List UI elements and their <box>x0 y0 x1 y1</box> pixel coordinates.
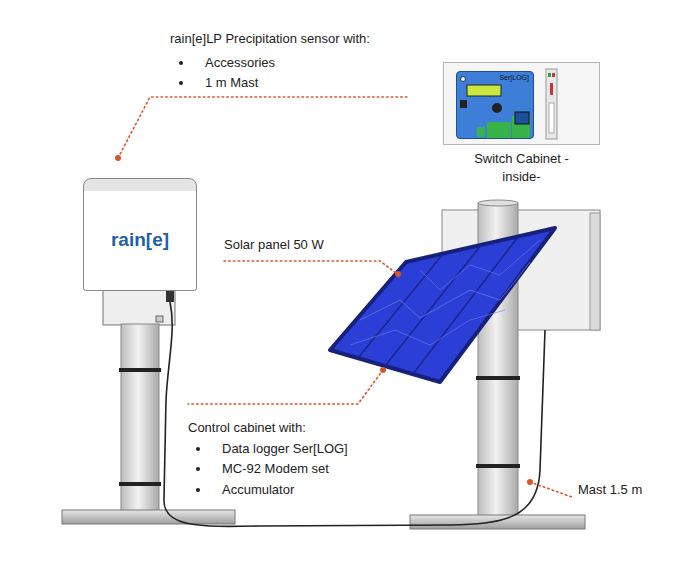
modem-chip <box>515 112 529 124</box>
status-led <box>552 73 555 77</box>
leader-dot <box>527 479 533 485</box>
leader-dot <box>395 271 401 277</box>
callout-text: Solar panel 50 W <box>224 237 324 253</box>
lcd-display <box>467 85 501 96</box>
leader-line <box>188 370 383 404</box>
circuit-board <box>477 127 485 137</box>
leader-dot <box>115 155 121 161</box>
cable-connector <box>166 291 174 302</box>
cell-divider <box>358 254 443 358</box>
mast-top <box>478 200 518 206</box>
status-led <box>548 73 551 77</box>
fuse-mark <box>550 83 553 95</box>
panel-reflection <box>350 310 505 345</box>
base-plate <box>410 515 585 529</box>
callout-text: Mast 1.5 m <box>578 482 642 498</box>
mast-strap <box>119 368 161 372</box>
cell-divider <box>413 237 518 374</box>
leader-line <box>224 261 396 273</box>
sensor-mast <box>62 289 235 524</box>
inset-caption: Switch Cabinet -inside- <box>467 150 577 186</box>
list-item-text: 1 m Mast <box>205 75 258 91</box>
bullet-dot <box>196 488 200 492</box>
mount-screw <box>461 77 466 82</box>
bullet-dot <box>196 447 200 451</box>
brand-logo: rain[e] <box>111 229 169 251</box>
panel-frame <box>330 228 555 382</box>
bullet-dot <box>179 81 183 85</box>
list-item-text: Accessories <box>205 55 275 71</box>
list-item-text: MC-92 Modem set <box>222 461 329 477</box>
port <box>460 100 467 108</box>
leader-line <box>118 97 410 158</box>
panel-reflection <box>420 240 540 290</box>
bullet-dot <box>196 467 200 471</box>
terminal-rail <box>549 103 554 133</box>
device-label: Ser[LOG] <box>499 74 529 82</box>
cabinet-side <box>590 213 600 330</box>
list-item-text: Accumulator <box>222 482 294 498</box>
data-logger-detail <box>457 72 534 139</box>
leader-line <box>530 482 572 497</box>
bullet-dot <box>179 61 183 65</box>
callout-text: Control cabinet with: <box>188 420 306 436</box>
base-plate <box>62 510 235 524</box>
switch-cabinet-inset: Switch Cabinet -inside-Ser[LOG] <box>443 62 600 145</box>
mast-strap <box>476 464 520 468</box>
list-item-text: Data logger Ser[LOG] <box>222 441 348 457</box>
sensor-bolt <box>156 316 163 322</box>
terminal-strip <box>546 69 557 139</box>
mast-strap <box>476 376 520 380</box>
control-knob <box>492 103 502 113</box>
mast-strap <box>119 482 161 486</box>
sensor-housing: rain[e] <box>83 178 197 291</box>
sensor-base-cylinder <box>103 289 175 325</box>
solar-panel <box>330 228 555 382</box>
circuit-board <box>487 122 511 138</box>
data-logger: Ser[LOG] <box>456 71 534 139</box>
callout-text: rain[e]LP Precipitation sensor with: <box>170 31 370 47</box>
leader-dot <box>380 367 386 373</box>
